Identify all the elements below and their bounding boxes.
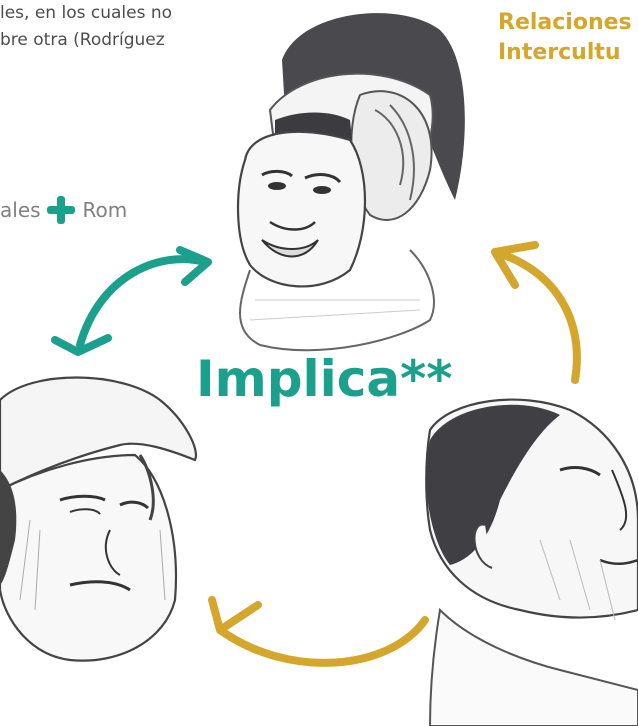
groups-label: ales Rom	[0, 196, 127, 224]
intro-paragraph: les, en los cuales no bre otra (Rodrígue…	[0, 0, 234, 54]
teal-double-arrow-icon	[55, 250, 208, 352]
section-title: Relaciones Intercultu	[498, 8, 632, 68]
plus-icon	[47, 196, 75, 224]
groups-left-text: ales	[0, 198, 41, 222]
center-label: Implica**	[196, 350, 452, 408]
section-title-line-1: Relaciones	[498, 8, 632, 38]
portrait-man-cap	[0, 378, 196, 661]
portrait-woman	[238, 13, 465, 350]
gold-bottom-arrow-icon	[212, 600, 425, 663]
gold-curved-arrow-icon	[495, 245, 577, 380]
intro-line-1: les, en los cuales no	[0, 0, 234, 27]
section-title-line-2: Intercultu	[498, 38, 632, 68]
portrait-man-profile	[426, 400, 638, 726]
intro-line-2: bre otra (Rodríguez	[0, 27, 234, 54]
groups-right-text: Rom	[83, 198, 128, 222]
